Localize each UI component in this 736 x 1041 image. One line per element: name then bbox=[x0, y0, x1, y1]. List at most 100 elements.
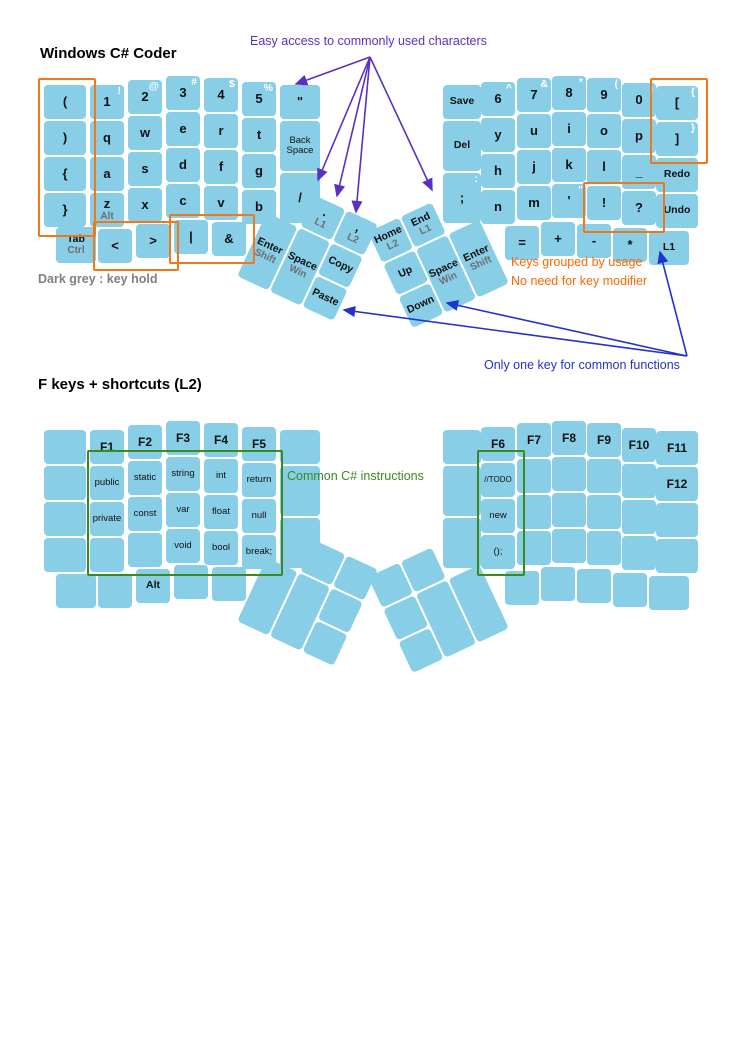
key-label: ) bbox=[62, 130, 68, 146]
key-label: a bbox=[103, 166, 111, 182]
key-blank bbox=[541, 567, 575, 601]
key-blank bbox=[552, 529, 586, 563]
key-blank bbox=[552, 493, 586, 527]
key-blank bbox=[505, 571, 539, 605]
key-symbol: & bbox=[212, 222, 246, 256]
key-public: public bbox=[90, 466, 124, 500]
key-label: . bbox=[320, 204, 331, 220]
key-9: (9 bbox=[587, 78, 621, 112]
key-blank bbox=[280, 430, 320, 464]
key-symbol: - bbox=[577, 224, 611, 258]
key-e: e bbox=[166, 112, 200, 146]
key-shift-label: & bbox=[540, 78, 548, 90]
key-symbol: (); bbox=[481, 535, 515, 569]
key-bool: bool bbox=[204, 531, 238, 565]
key-label: 1 bbox=[103, 94, 111, 110]
key-label: k bbox=[565, 157, 573, 173]
key-const: const bbox=[128, 497, 162, 531]
key-symbol: "' bbox=[552, 184, 586, 218]
key-label: Redo bbox=[663, 168, 691, 181]
key-f10: F10 bbox=[622, 428, 656, 462]
key-blank bbox=[656, 539, 698, 573]
key-symbol: ! bbox=[587, 186, 621, 220]
easy-access-arrow bbox=[369, 56, 433, 192]
annotation-keys-grouped-line1: Keys grouped by usage bbox=[511, 255, 643, 269]
key-x: x bbox=[128, 188, 162, 222]
key-blank bbox=[128, 533, 162, 567]
key-var: var bbox=[166, 493, 200, 527]
key-label: F6 bbox=[490, 436, 505, 451]
key-2: @2 bbox=[128, 80, 162, 114]
key-blank bbox=[174, 565, 208, 599]
annotation-keys-grouped: Keys grouped by usage No need for key mo… bbox=[511, 253, 647, 292]
key-label: F7 bbox=[526, 432, 541, 447]
key-label: ? bbox=[635, 200, 643, 216]
green-highlight-box bbox=[477, 450, 525, 576]
key-j: j bbox=[517, 150, 551, 184]
key-t: t bbox=[242, 118, 276, 152]
annotation-keys-grouped-line2: No need for key modifier bbox=[511, 274, 648, 289]
key-blank bbox=[517, 531, 551, 565]
key-blank bbox=[44, 502, 86, 536]
key-hold-label: L1 bbox=[312, 216, 328, 232]
key-d: d bbox=[166, 148, 200, 182]
key-f: f bbox=[204, 150, 238, 184]
key-todo: //TODO bbox=[481, 463, 515, 497]
key-label: s bbox=[141, 161, 149, 177]
key-blank bbox=[622, 464, 656, 498]
key-private: private bbox=[90, 502, 124, 536]
annotation-common-csharp: Common C# instructions bbox=[287, 469, 424, 483]
key-k: k bbox=[552, 148, 586, 182]
key-blank bbox=[90, 538, 124, 572]
key-blank bbox=[587, 531, 621, 565]
key-int: int bbox=[204, 459, 238, 493]
key-blank bbox=[613, 573, 647, 607]
key-label: var bbox=[176, 504, 190, 516]
key-label: Alt bbox=[146, 579, 160, 592]
key-shift-label: @ bbox=[148, 80, 159, 92]
key-label: > bbox=[149, 233, 157, 249]
key-label: w bbox=[139, 125, 151, 141]
easy-access-arrow bbox=[317, 56, 371, 182]
key-label: ; bbox=[459, 190, 465, 206]
key-label: " bbox=[296, 94, 304, 110]
key-label: new bbox=[489, 510, 507, 522]
key-symbol: {[ bbox=[656, 86, 698, 120]
key-symbol: > bbox=[136, 224, 170, 258]
key-label: n bbox=[494, 199, 502, 215]
key-shift-label: $ bbox=[229, 78, 235, 90]
key-i: i bbox=[552, 112, 586, 146]
key-label: L1 bbox=[662, 241, 676, 254]
key-label: const bbox=[133, 508, 157, 520]
one-key-arrow bbox=[445, 299, 688, 357]
key-blank bbox=[44, 466, 86, 500]
key-y: y bbox=[481, 118, 515, 152]
key-label: F11 bbox=[666, 440, 687, 455]
key-label: private bbox=[92, 513, 122, 525]
key-f1: F1 bbox=[90, 430, 124, 464]
key-blank bbox=[587, 459, 621, 493]
key-blank bbox=[517, 459, 551, 493]
key-label: + bbox=[554, 231, 562, 247]
key-label: F3 bbox=[175, 430, 190, 445]
key-return: return bbox=[242, 463, 276, 497]
key-shift-label: " bbox=[578, 184, 583, 196]
key-6: ^6 bbox=[481, 82, 515, 116]
key-f9: F9 bbox=[587, 423, 621, 457]
key-blank bbox=[280, 466, 320, 516]
easy-access-arrow bbox=[294, 56, 371, 86]
key-blank bbox=[577, 569, 611, 603]
key-u: u bbox=[517, 114, 551, 148]
key-s: s bbox=[128, 152, 162, 186]
key-label: _ bbox=[635, 164, 643, 180]
key-label: 9 bbox=[600, 87, 608, 103]
key-label: F8 bbox=[561, 430, 576, 445]
key-label: y bbox=[494, 127, 502, 143]
key-f2: F2 bbox=[128, 425, 162, 459]
key-label: F12 bbox=[666, 476, 688, 491]
key-symbol: ? bbox=[622, 191, 656, 225]
key-label: ' bbox=[567, 193, 571, 209]
key-blank bbox=[98, 574, 132, 608]
key-blank bbox=[622, 500, 656, 534]
key-f6: F6 bbox=[481, 427, 515, 461]
